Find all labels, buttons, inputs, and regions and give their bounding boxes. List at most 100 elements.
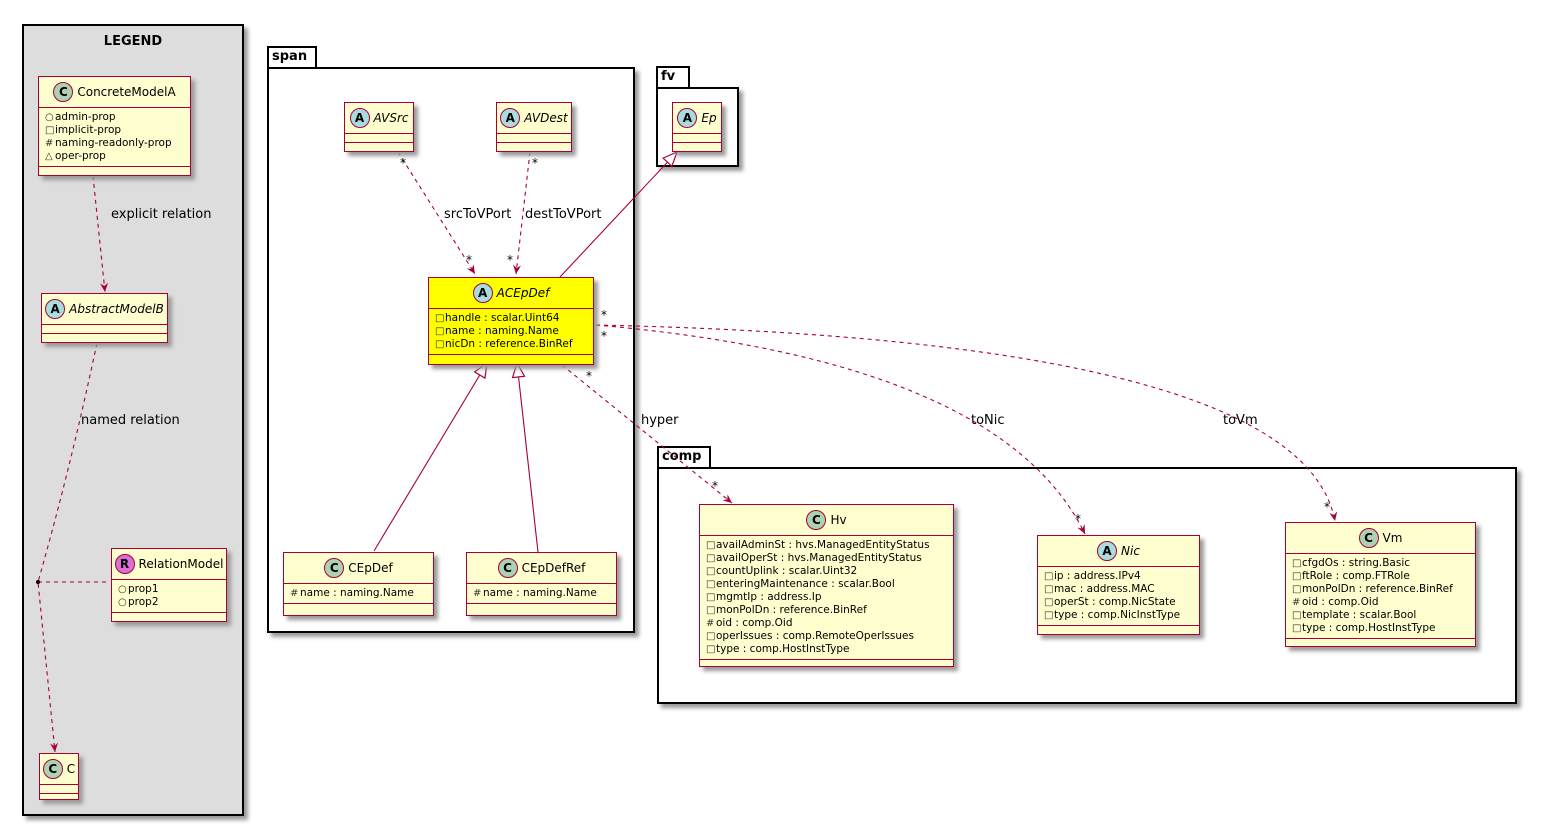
- visibility-icon: ○: [118, 597, 127, 608]
- visibility-icon: #: [1292, 597, 1301, 608]
- class-operations: [700, 660, 953, 668]
- visibility-icon: □: [706, 540, 716, 551]
- class-attribute: □handle : scalar.Uint64: [435, 312, 587, 325]
- class-attribute: #naming-readonly-prop: [45, 137, 184, 150]
- class-operations: [112, 613, 226, 621]
- edge-hyper: [561, 364, 733, 504]
- attribute-text: implicit-prop: [55, 124, 122, 136]
- visibility-icon: □: [1292, 623, 1302, 634]
- class-attributes: □availAdminSt : hvs.ManagedEntityStatus□…: [700, 536, 953, 660]
- visibility-icon: □: [1292, 584, 1302, 595]
- visibility-icon: □: [706, 592, 716, 603]
- attribute-text: availOperSt : hvs.ManagedEntityStatus: [716, 552, 922, 564]
- mult-tovm-source: *: [601, 329, 607, 343]
- attribute-text: template : scalar.Bool: [1302, 609, 1417, 621]
- class-name: AVDest: [524, 111, 568, 125]
- class-operations: [42, 334, 167, 342]
- class-stereotype-icon: C: [42, 759, 63, 779]
- attribute-text: naming-readonly-prop: [55, 137, 172, 149]
- edge-to-nic: [595, 324, 1086, 535]
- visibility-icon: □: [1044, 571, 1054, 582]
- class-attributes: #name : naming.Name: [467, 584, 616, 604]
- class-attributes: ○admin-prop□implicit-prop#naming-readonl…: [39, 108, 190, 167]
- attribute-text: mac : address.MAC: [1054, 583, 1155, 595]
- package-fv-tab: fv: [656, 66, 690, 88]
- class-operations: [40, 794, 78, 799]
- mult-avdest-target: *: [507, 253, 513, 267]
- visibility-icon: □: [1292, 558, 1302, 569]
- class-stereotype-icon: A: [1097, 541, 1118, 561]
- class-attribute: □name : naming.Name: [435, 325, 587, 338]
- attribute-text: mgmtIp : address.Ip: [716, 591, 822, 603]
- attribute-text: prop2: [128, 596, 159, 608]
- mult-hyper-target: *: [712, 479, 718, 493]
- class-attributes: □cfgdOs : string.Basic□ftRole : comp.FTR…: [1286, 554, 1475, 639]
- relation-junction-dot: [36, 580, 40, 584]
- attribute-text: oper-prop: [55, 150, 106, 162]
- attribute-text: nicDn : reference.BinRef: [445, 338, 573, 350]
- visibility-icon: □: [706, 605, 716, 616]
- attribute-text: monPolDn : reference.BinRef: [1302, 583, 1453, 595]
- visibility-icon: ○: [45, 112, 54, 123]
- class-name: CEpDefRef: [521, 561, 586, 575]
- class-operations: [1038, 626, 1199, 634]
- attribute-text: name : naming.Name: [300, 587, 414, 599]
- class-stereotype-icon: C: [324, 558, 345, 578]
- attribute-text: type : comp.NicInstType: [1054, 609, 1181, 621]
- visibility-icon: □: [435, 339, 445, 350]
- class-attribute: □availAdminSt : hvs.ManagedEntityStatus: [706, 539, 947, 552]
- visibility-icon: □: [706, 579, 716, 590]
- label-to-nic: toNic: [971, 413, 1005, 428]
- package-span-tab: span: [267, 46, 317, 68]
- attribute-text: handle : scalar.Uint64: [445, 312, 560, 324]
- label-named-relation: named relation: [81, 413, 180, 428]
- class-attribute: □ip : address.IPv4: [1044, 570, 1193, 583]
- class-attribute: □monPolDn : reference.BinRef: [1292, 583, 1469, 596]
- visibility-icon: #: [45, 138, 54, 149]
- edge-named-relation: [37, 342, 98, 753]
- class-attribute: #name : naming.Name: [473, 587, 610, 600]
- class-name: AbstractModelB: [69, 302, 164, 316]
- class-attribute: □mgmtIp : address.Ip: [706, 591, 947, 604]
- class-stereotype-icon: A: [472, 283, 493, 303]
- edge-explicit-relation: [92, 175, 109, 293]
- class-operations: [39, 167, 190, 175]
- label-src-to-vport: srcToVPort: [444, 207, 512, 222]
- class-attribute: □monPolDn : reference.BinRef: [706, 604, 947, 617]
- mult-tovm-target: *: [1324, 500, 1330, 514]
- class-attributes: [345, 134, 413, 143]
- class-attribute: □type : comp.NicInstType: [1044, 609, 1193, 622]
- package-comp-tab: comp: [657, 446, 711, 468]
- attribute-text: ftRole : comp.FTRole: [1302, 570, 1410, 582]
- attribute-text: operIssues : comp.RemoteOperIssues: [716, 630, 914, 642]
- class-name: Vm: [1382, 531, 1403, 545]
- class-attributes: ○prop1○prop2: [112, 580, 226, 613]
- class-operations: [345, 143, 413, 151]
- visibility-icon: □: [706, 566, 716, 577]
- class-attribute: □template : scalar.Bool: [1292, 609, 1469, 622]
- edge-src-to-vport: [397, 151, 476, 275]
- mult-avsrc-target: *: [466, 253, 472, 267]
- class-attribute: □cfgdOs : string.Basic: [1292, 557, 1469, 570]
- class-stereotype-icon: C: [806, 510, 827, 530]
- visibility-icon: □: [706, 631, 716, 642]
- visibility-icon: □: [706, 553, 716, 564]
